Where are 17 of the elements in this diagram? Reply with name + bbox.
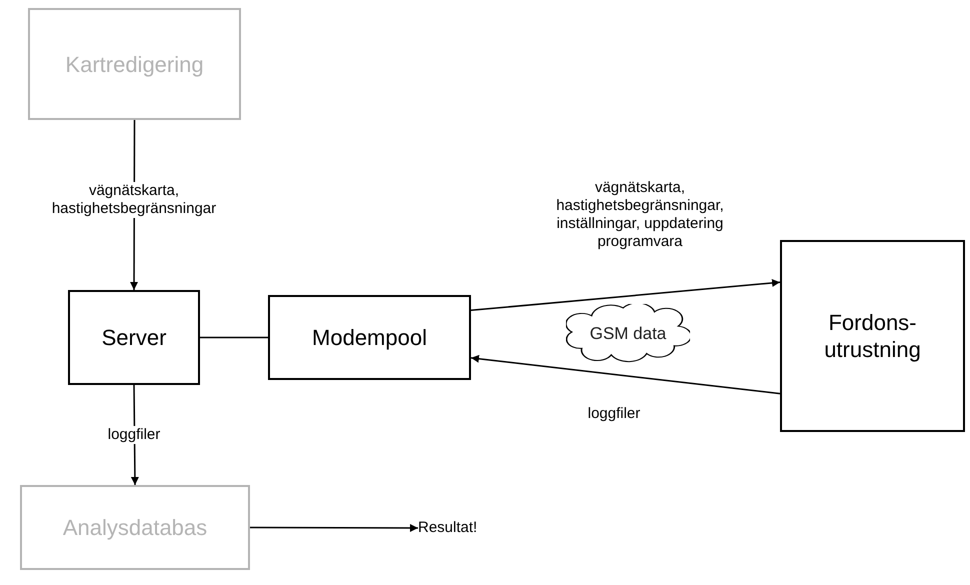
process-box — [268, 295, 471, 380]
edge-label: loggfiler — [586, 405, 642, 423]
arrow — [470, 354, 780, 394]
edge-label: vägnätskarta, hastighetsbegränsningar, inställningar, uppdatering programvara — [555, 179, 725, 251]
node-label: GSM data — [590, 324, 666, 344]
node-label: Analysdatabas — [62, 514, 208, 542]
node-label: Fordons- utrustning — [823, 308, 922, 364]
process-box — [28, 8, 241, 120]
process-box — [68, 290, 200, 385]
node-label: Resultat! — [418, 518, 478, 538]
node-label: Modempool — [312, 324, 427, 352]
node-label: Server — [102, 324, 166, 352]
arrow — [250, 524, 418, 532]
process-box — [780, 240, 965, 432]
arrow — [470, 278, 780, 312]
process-box — [20, 485, 250, 570]
node-label: Kartredigering — [65, 50, 204, 79]
